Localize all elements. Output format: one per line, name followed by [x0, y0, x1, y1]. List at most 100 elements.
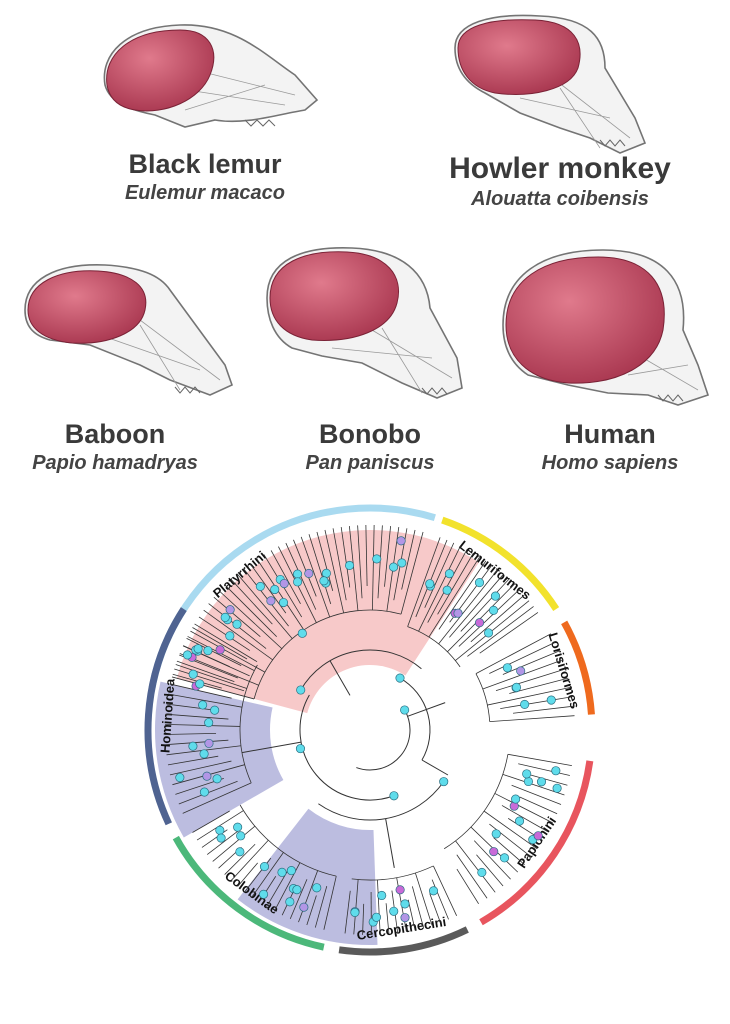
- tree-node: [215, 825, 225, 835]
- tree-branch: [456, 854, 488, 899]
- tree-branch: [385, 903, 390, 935]
- tree-node: [202, 771, 212, 781]
- tree-branch: [411, 886, 424, 928]
- tree-branch: [329, 660, 351, 696]
- tree-node: [198, 700, 208, 710]
- tree-branch: [495, 668, 566, 692]
- tree-branch: [299, 694, 395, 801]
- tree-node: [293, 577, 303, 587]
- scientific-name: Pan paniscus: [305, 452, 435, 474]
- tree-branch: [332, 528, 347, 601]
- tree-branch: [314, 886, 328, 928]
- tree-node: [474, 578, 485, 588]
- tree-node: [225, 631, 235, 641]
- clade-arc-lorisiformes: [561, 620, 595, 715]
- tree-node: [216, 833, 226, 843]
- tree-node: [502, 663, 512, 673]
- tree-branch: [455, 840, 496, 893]
- tree-node: [321, 568, 331, 578]
- tree-node: [199, 787, 209, 797]
- tree-branch: [377, 879, 381, 935]
- tree-branch: [489, 715, 575, 723]
- tree-node: [199, 749, 209, 759]
- tree-branch: [203, 609, 273, 661]
- human-label: Human Homo sapiens: [495, 418, 725, 476]
- tree-branch: [449, 574, 504, 638]
- tree-node: [236, 831, 246, 841]
- tree-node: [277, 867, 287, 877]
- tree-branch: [241, 741, 302, 754]
- tree-node: [523, 776, 533, 787]
- tree-branch: [475, 673, 491, 722]
- tree-branch: [300, 536, 331, 618]
- tree-branch: [421, 759, 449, 776]
- tree-node: [304, 568, 314, 579]
- tree-branch: [384, 525, 392, 587]
- tree-branch: [511, 784, 562, 805]
- tree-branch: [512, 705, 574, 714]
- tree-branch: [500, 696, 573, 709]
- clade-arc-lemuriformes: [441, 516, 560, 611]
- tree-node: [270, 584, 280, 595]
- tree-branch: [316, 531, 334, 592]
- tree-node: [425, 579, 435, 589]
- tree-node: [225, 605, 235, 615]
- tree-node: [489, 605, 499, 615]
- tree-node: [483, 628, 494, 638]
- common-name: Baboon: [64, 419, 166, 449]
- baboon-skull: [24, 264, 233, 396]
- tree-branch: [400, 531, 424, 615]
- tree-branch: [467, 606, 534, 657]
- tree-node: [220, 612, 230, 622]
- tree-branch: [502, 650, 560, 675]
- common-name: Human: [564, 419, 656, 449]
- tree-branch: [501, 805, 549, 833]
- tree-branch: [527, 773, 568, 786]
- tree-branch: [237, 862, 258, 887]
- tree-node: [389, 906, 399, 916]
- tree-node: [319, 576, 329, 586]
- tree-node: [395, 673, 405, 683]
- tree-branch: [289, 879, 308, 920]
- tree-node: [428, 886, 439, 896]
- shade-sector-hominoidea: [155, 681, 284, 838]
- tree-node: [188, 669, 198, 679]
- shade-sector-papionini: [237, 808, 378, 945]
- tree-branch: [429, 893, 441, 923]
- tree-branch: [270, 550, 301, 605]
- tree-branch: [407, 626, 461, 668]
- tree-node: [489, 847, 499, 857]
- tree-node: [204, 718, 214, 728]
- tree-node: [490, 591, 500, 601]
- tree-node: [397, 558, 407, 568]
- tree-node: [552, 783, 562, 793]
- common-name: Bonobo: [319, 419, 421, 449]
- tree-node: [285, 897, 295, 907]
- tree-node: [255, 581, 265, 591]
- tree-branch: [431, 879, 449, 920]
- tree-node: [296, 685, 306, 695]
- tree-node: [292, 885, 302, 895]
- tree-branch: [458, 589, 520, 647]
- scientific-name: Eulemur macaco: [124, 182, 286, 204]
- tree-node: [278, 597, 289, 608]
- tree-branch: [489, 641, 556, 674]
- tree-branch: [443, 754, 509, 850]
- tree-node: [546, 695, 556, 705]
- tree-branch: [357, 525, 363, 599]
- baboon-label: Baboon Papio hamadryas: [0, 418, 230, 476]
- tree-node: [297, 628, 307, 638]
- tree-node: [522, 769, 532, 779]
- tree-branch: [243, 568, 289, 627]
- tree-branch: [372, 525, 375, 611]
- common-name: Howler monkey: [449, 152, 671, 185]
- bonobo-skull: [266, 247, 463, 399]
- tree-branch: [239, 664, 258, 784]
- tree-branch: [433, 865, 457, 916]
- tree-branch: [424, 542, 455, 608]
- tree-node: [396, 536, 406, 546]
- tree-branch: [198, 616, 251, 651]
- tree-branch: [479, 612, 539, 654]
- tree-branch: [192, 627, 248, 660]
